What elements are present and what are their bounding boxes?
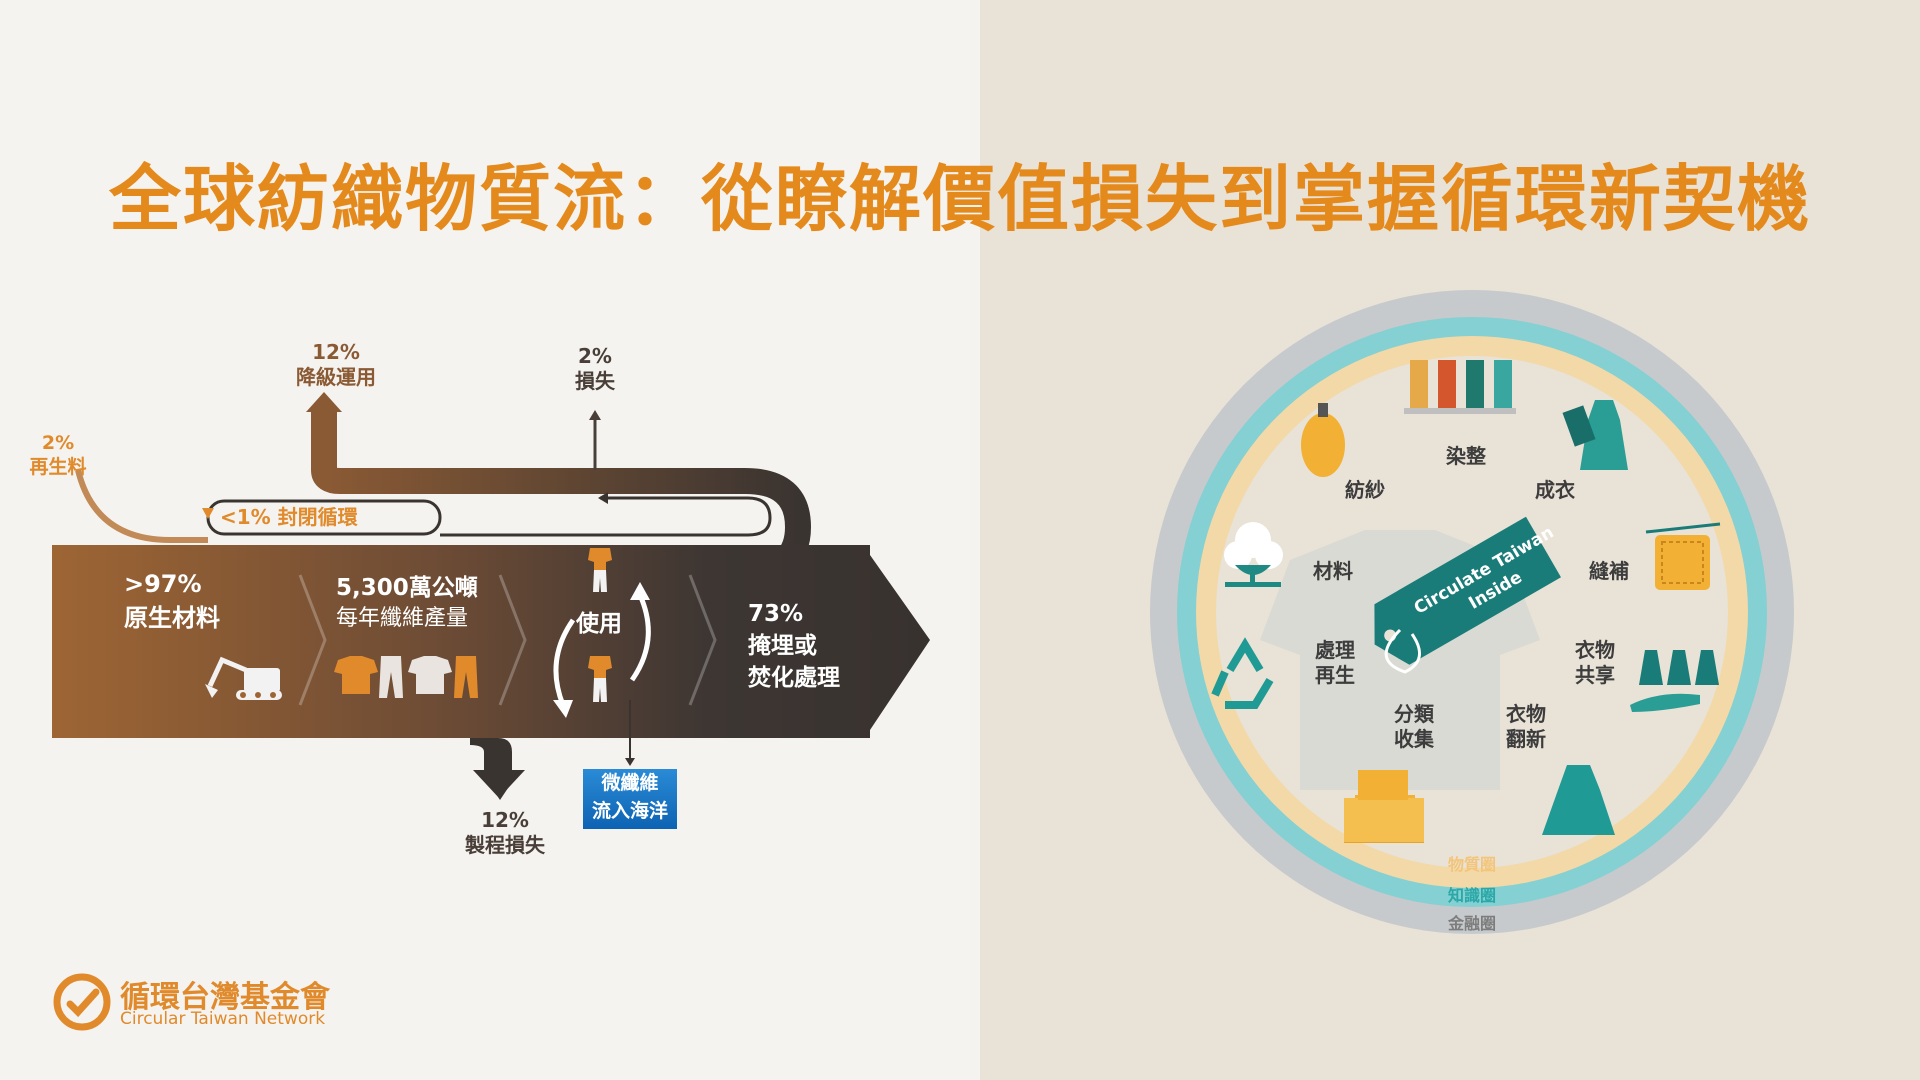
- loss-top-label: 損失: [575, 369, 615, 393]
- collection-boxes-icon: [1344, 770, 1424, 843]
- recycled-curve: [75, 469, 208, 543]
- stage-recycle-1: 處理: [1315, 638, 1355, 662]
- circular-economy-diagram: [1150, 290, 1794, 934]
- stage-sharing-1: 衣物: [1575, 638, 1615, 662]
- stage-repair: 縫補: [1589, 559, 1629, 583]
- process-loss-label: 製程損失: [465, 833, 545, 857]
- stage-recycle-2: 再生: [1315, 663, 1355, 687]
- logo-name-zh: 循環台灣基金會: [120, 980, 330, 1015]
- closed-loop-path: [440, 496, 772, 537]
- tshirt-white-icon: [408, 656, 452, 694]
- production-amount: 5,300萬公噸: [336, 575, 478, 601]
- raw-pct: >97%: [124, 570, 202, 598]
- stage-spinning: 紡紗: [1345, 478, 1385, 502]
- stage-collect-1: 分類: [1394, 702, 1434, 726]
- ring-label-finance: 金融圈: [1447, 914, 1496, 933]
- ring-label-material: 物質圈: [1447, 855, 1496, 874]
- microfiber-line2: 流入海洋: [591, 800, 668, 822]
- downcycle-pct: 12%: [312, 340, 360, 364]
- recycled-label: 再生料: [29, 455, 87, 478]
- recycled-pct: 2%: [41, 432, 75, 454]
- recycle-icon: [1211, 637, 1274, 709]
- dyed-yarn-spools-icon: [1404, 360, 1516, 414]
- stage-dyeing: 染整: [1446, 444, 1486, 468]
- logo-name-en: Circular Taiwan Network: [120, 1009, 326, 1029]
- shared-dresses-icon: [1630, 650, 1719, 712]
- stage-refurbish-2: 翻新: [1506, 727, 1546, 751]
- pants-white-icon: [379, 656, 403, 698]
- page-title: 全球紡織物質流：從瞭解價值損失到掌握循環新契機: [108, 157, 1811, 241]
- landfill-label-1: 掩埋或: [748, 633, 817, 660]
- pants-orange-icon: [454, 656, 478, 698]
- production-label: 每年纖維產量: [336, 606, 469, 632]
- refurbished-dress-icon: [1542, 765, 1615, 835]
- ring-label-knowledge: 知識圈: [1447, 886, 1496, 905]
- landfill-label-2: 焚化處理: [748, 665, 840, 692]
- microfiber-box: 微纖維 流入海洋: [583, 769, 677, 829]
- stage-sharing-2: 共享: [1575, 663, 1615, 687]
- raw-label: 原生材料: [124, 603, 220, 632]
- sale-dress-icon: [1562, 400, 1628, 470]
- stage-material: 材料: [1313, 559, 1353, 583]
- landfill-pct: 73%: [748, 601, 804, 627]
- stage-refurbish-1: 衣物: [1506, 702, 1546, 726]
- microfiber-line1: 微纖維: [601, 772, 659, 794]
- circular-taiwan-logo-icon: [53, 973, 111, 1031]
- stage-garment: 成衣: [1535, 478, 1575, 502]
- use-label: 使用: [576, 611, 622, 637]
- yarn-cone-icon: [1301, 403, 1345, 477]
- tshirt-orange-icon: [334, 656, 378, 694]
- sewing-fabric-icon: [1645, 522, 1721, 590]
- closed-loop-label: <1% 封閉循環: [220, 505, 358, 529]
- material-flow-diagram: [52, 392, 930, 800]
- process-loss-pct: 12%: [481, 808, 529, 832]
- loss-top-pct: 2%: [578, 344, 612, 368]
- outfit-bottom-icon: [588, 656, 612, 702]
- downcycle-label: 降級運用: [296, 365, 376, 389]
- outfit-top-icon: [588, 548, 612, 592]
- cotton-plant-icon: [1224, 522, 1283, 587]
- stage-collect-2: 收集: [1394, 727, 1434, 751]
- excavator-icon: [205, 656, 282, 700]
